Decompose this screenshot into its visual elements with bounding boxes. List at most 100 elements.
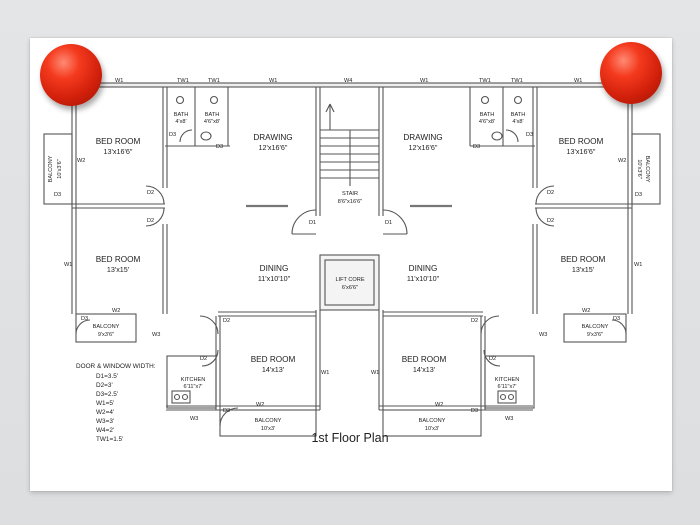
room-name: BATH	[205, 112, 220, 118]
room-name: DRAWING	[403, 133, 442, 142]
room-dimension: 10'x3'	[425, 426, 439, 432]
door-tag: D2	[547, 218, 554, 224]
legend-item: W3=3'	[96, 418, 114, 425]
room-dimension: 10'x3'	[261, 426, 275, 432]
door-tag: D3	[526, 132, 533, 138]
room-dimension: 12'x16'6"	[259, 143, 288, 152]
room-name: BED ROOM	[251, 355, 296, 364]
door-tag: D3	[169, 132, 176, 138]
room-name: BED ROOM	[559, 137, 604, 146]
room-dimension: 4'x8'	[512, 119, 523, 125]
door-tag: D3	[223, 408, 230, 414]
room-dimension: 13'x16'6"	[104, 147, 133, 156]
window-tag: W1	[64, 262, 72, 268]
window-tag: W1	[574, 78, 582, 84]
window-tag: W3	[505, 416, 513, 422]
legend-item: W1=5'	[96, 400, 114, 407]
room-dimension: 11'x10'10"	[258, 274, 291, 283]
room-name: DINING	[409, 264, 438, 273]
room-name: BALCONY	[644, 156, 650, 183]
room-dimension: 4'x8'	[175, 119, 186, 125]
door-tag: D2	[489, 356, 496, 362]
room-dimension: 13'x15'	[107, 265, 130, 274]
red-pushpin-right	[600, 42, 662, 104]
door-tag: D1	[385, 220, 392, 226]
room-name: BALCONY	[48, 155, 54, 182]
room-dimension: 13'x15'	[572, 265, 595, 274]
room-dimension: 11'x10'10"	[407, 274, 440, 283]
room-name: BALCONY	[582, 324, 609, 330]
room-dimension: 12'x16'6"	[409, 143, 438, 152]
window-tag: W2	[618, 158, 626, 164]
window-tag: W1	[420, 78, 428, 84]
door-tag: D3	[81, 316, 88, 322]
door-tag: D3	[635, 192, 642, 198]
room-name: BED ROOM	[561, 255, 606, 264]
window-tag: W2	[77, 158, 85, 164]
window-tag: TW1	[208, 78, 220, 84]
window-tag: W2	[435, 402, 443, 408]
door-tag: D3	[473, 144, 480, 150]
room-name: LIFT CORE	[335, 277, 364, 283]
door-tag: D2	[200, 356, 207, 362]
room-dimension: 10'x3'6"	[57, 159, 63, 178]
door-tag: D2	[147, 218, 154, 224]
room-name: DRAWING	[253, 133, 292, 142]
legend-item: W4=2'	[96, 427, 114, 434]
room-name: KITCHEN	[495, 377, 520, 383]
room-dimension: 9'x3'6"	[587, 332, 603, 338]
door-window-legend: DOOR & WINDOW WIDTH: D1=3.5' D2=3' D3=2.…	[76, 363, 156, 443]
door-tag: D3	[54, 192, 61, 198]
room-dimension: 10'x3'6"	[636, 159, 642, 178]
plan-title: 1st Floor Plan	[311, 431, 389, 445]
door-tag: D2	[471, 318, 478, 324]
door-tag: D2	[547, 190, 554, 196]
window-tag: TW1	[479, 78, 491, 84]
window-tag: W3	[190, 416, 198, 422]
room-name: BATH	[174, 112, 189, 118]
room-name: BALCONY	[93, 324, 120, 330]
room-name: STAIR	[342, 191, 358, 197]
room-name: BATH	[480, 112, 495, 118]
room-dimension: 4'6"x8'	[204, 119, 220, 125]
room-name: BED ROOM	[96, 255, 141, 264]
room-dimension: 14'x13'	[413, 365, 436, 374]
floor-plan-drawing: BED ROOM 13'x16'6" BED ROOM 13'x15' BED …	[43, 78, 661, 443]
room-dimension: 9'x3'6"	[98, 332, 114, 338]
window-tag: W3	[152, 332, 160, 338]
room-dimension: 4'6"x8'	[479, 119, 495, 125]
window-tag: W2	[256, 402, 264, 408]
door-tag: D3	[216, 144, 223, 150]
room-name: KITCHEN	[181, 377, 206, 383]
room-dimension: 13'x16'6"	[567, 147, 596, 156]
window-tag: W1	[321, 370, 329, 376]
window-tag: W1	[371, 370, 379, 376]
legend-item: D3=2.5'	[96, 391, 118, 398]
window-tag: W1	[115, 78, 123, 84]
room-name: BALCONY	[255, 418, 282, 424]
legend-item: TW1=1.5'	[96, 436, 123, 443]
legend-item: D1=3.5'	[96, 373, 118, 380]
legend-item: D2=3'	[96, 382, 113, 389]
room-name: BED ROOM	[402, 355, 447, 364]
window-tag: W4	[344, 78, 352, 84]
legend-heading: DOOR & WINDOW WIDTH:	[76, 363, 156, 370]
red-pushpin-left	[40, 44, 102, 106]
room-name: BALCONY	[419, 418, 446, 424]
room-dimension: 6'11"x7'	[498, 384, 517, 390]
room-dimension: 14'x13'	[262, 365, 285, 374]
room-name: BATH	[511, 112, 526, 118]
window-tag: W1	[634, 262, 642, 268]
window-tag: TW1	[511, 78, 523, 84]
window-tag: W3	[539, 332, 547, 338]
window-tag: W1	[269, 78, 277, 84]
room-name: BED ROOM	[96, 137, 141, 146]
window-tag: W2	[112, 308, 120, 314]
window-tag: W2	[582, 308, 590, 314]
door-tag: D2	[147, 190, 154, 196]
door-tag: D3	[471, 408, 478, 414]
door-tag: D1	[309, 220, 316, 226]
room-dimension: 8'6"x16'6"	[338, 199, 362, 205]
room-dimension: 6'11"x7'	[184, 384, 203, 390]
room-dimension: 6'x6'6"	[342, 285, 358, 291]
